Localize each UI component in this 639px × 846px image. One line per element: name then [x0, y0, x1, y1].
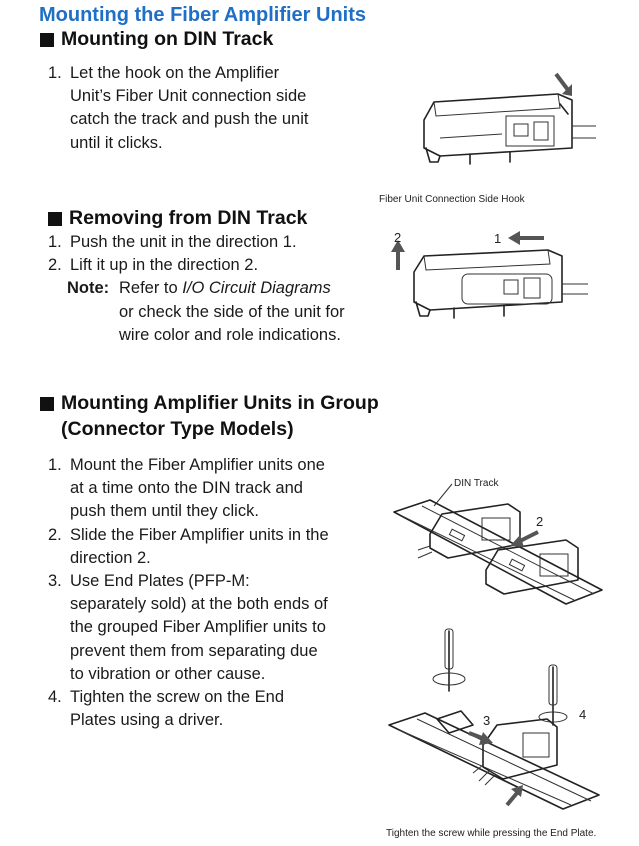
figure-caption: Fiber Unit Connection Side Hook	[379, 194, 525, 205]
note-label: Note:	[67, 279, 110, 298]
group-steps: 1. Mount the Fiber Amplifier units one a…	[48, 454, 378, 732]
note-reference: I/O Circuit Diagrams	[182, 279, 331, 298]
slide-arrow-icon	[468, 731, 493, 745]
amplifier-unit-drawing	[413, 249, 588, 319]
step-line: Use End Plates (PFP-M:	[70, 572, 250, 591]
step-line: until it clicks.	[70, 133, 163, 152]
list-item: 4. Tighten the screw on the End Plates u…	[48, 686, 378, 732]
figure-caption: Tighten the screw while pressing the End…	[386, 828, 597, 839]
section-heading-group: Mounting Amplifier Units in Group	[40, 392, 379, 415]
screwdriver-icon	[432, 628, 466, 692]
din-track-label: DIN Track	[454, 478, 499, 489]
step-number: 4.	[48, 688, 62, 707]
push-left-arrow-icon	[508, 231, 544, 245]
step-line: separately sold) at the both ends of	[70, 595, 328, 614]
amplifier-unit-drawing	[423, 93, 596, 165]
step-line: Unit’s Fiber Unit connection side	[70, 87, 307, 106]
note: Note: Refer to I/O Circuit Diagrams or c…	[48, 277, 378, 347]
screwdriver-icon	[538, 664, 568, 726]
section-heading-mounting: Mounting on DIN Track	[40, 28, 273, 51]
step-line: Slide the Fiber Amplifier units in the	[70, 525, 329, 544]
step-text: Push the unit in the direction 1.	[70, 233, 297, 251]
direction-2-label: 2	[394, 230, 401, 245]
square-bullet-icon	[40, 32, 54, 47]
step-number: 2.	[48, 256, 62, 275]
note-line: wire color and role indications.	[119, 325, 341, 344]
section-subheading-group: (Connector Type Models)	[61, 418, 294, 440]
amplifier-unit-drawing	[485, 539, 579, 595]
direction-2-label: 2	[536, 514, 543, 529]
mounting-figure	[423, 72, 596, 165]
step-text: Lift it up in the direction 2.	[70, 256, 259, 275]
list-item: 3. Use End Plates (PFP-M: separately sol…	[48, 570, 378, 686]
din-track-drawing	[393, 499, 603, 605]
leader-line	[433, 483, 453, 507]
mounting-steps: 1. Let the hook on the Amplifier Unit’s …	[48, 62, 378, 155]
direction-1-label: 1	[494, 231, 501, 246]
group-mount-figure: DIN Track 2	[393, 478, 603, 605]
removing-figure: 2 1	[391, 230, 588, 319]
page-title: Mounting the Fiber Amplifier Units	[39, 4, 367, 26]
list-item: 1. Push the unit in the direction 1.	[48, 231, 378, 254]
note-line: Refer to I/O Circuit Diagrams	[119, 277, 345, 300]
step-line: catch the track and push the unit	[70, 110, 309, 129]
amplifier-unit-drawing	[417, 503, 521, 559]
note-prefix: Refer to	[119, 279, 183, 298]
step-number: 2.	[48, 525, 62, 544]
din-track-drawing	[388, 712, 600, 810]
section-heading-removing: Removing from DIN Track	[48, 207, 307, 230]
step-line: direction 2.	[70, 548, 151, 567]
heading-text: Removing from DIN Track	[69, 207, 308, 229]
heading-text: Mounting Amplifier Units in Group	[61, 392, 379, 414]
end-plate-figure: 3 4	[388, 628, 600, 810]
label-3: 3	[483, 713, 490, 728]
step-line: at a time onto the DIN track and	[70, 479, 303, 498]
step-line: the grouped Fiber Amplifier units to	[70, 618, 326, 637]
lift-arrow-icon	[391, 240, 405, 270]
step-line: to vibration or other cause.	[70, 664, 266, 683]
step-number: 1.	[48, 64, 62, 82]
list-item: 2. Slide the Fiber Amplifier units in th…	[48, 524, 378, 570]
step-line: Plates using a driver.	[70, 711, 224, 730]
square-bullet-icon	[40, 396, 54, 411]
push-arrow-icon	[554, 72, 572, 96]
amplifier-unit-drawing	[472, 718, 558, 786]
note-line: or check the side of the unit for	[119, 302, 345, 321]
press-arrow-icon	[505, 785, 523, 807]
removing-steps: 1. Push the unit in the direction 1. 2. …	[48, 231, 378, 347]
slide-arrow-icon	[510, 530, 539, 547]
step-line: prevent them from separating due	[70, 641, 318, 660]
list-item: 1. Let the hook on the Amplifier Unit’s …	[48, 62, 378, 155]
list-item: 2. Lift it up in the direction 2.	[48, 254, 378, 277]
heading-text: Mounting on DIN Track	[61, 28, 274, 50]
square-bullet-icon	[48, 211, 62, 226]
step-number: 1.	[48, 456, 62, 474]
step-line: push them until they click.	[70, 502, 259, 521]
label-4: 4	[579, 707, 586, 722]
step-line: Let the hook on the Amplifier	[70, 64, 280, 82]
step-line: Tighten the screw on the End	[70, 688, 285, 707]
step-number: 1.	[48, 233, 62, 251]
end-plate-drawing	[436, 710, 474, 734]
step-number: 3.	[48, 572, 62, 591]
step-line: Mount the Fiber Amplifier units one	[70, 456, 325, 474]
list-item: 1. Mount the Fiber Amplifier units one a…	[48, 454, 378, 524]
